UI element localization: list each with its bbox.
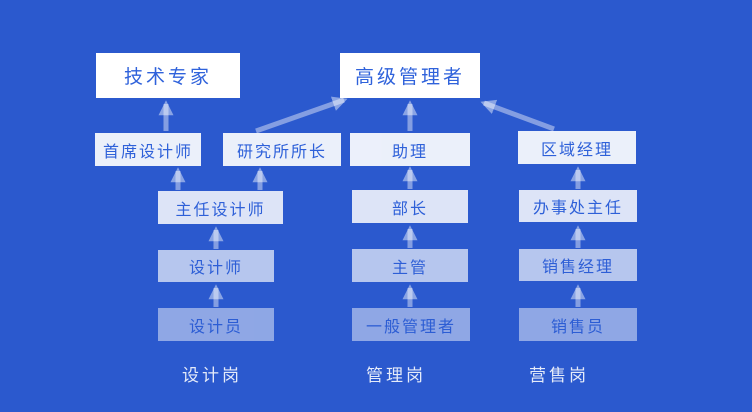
node-office-director: 办事处主任	[519, 190, 637, 222]
node-institute-director: 研究所所长	[223, 133, 341, 166]
node-senior-manager: 高级管理者	[340, 53, 480, 98]
footer-management-track: 管理岗	[366, 366, 426, 386]
node-chief-designer: 首席设计师	[95, 133, 201, 166]
node-salesperson: 销售员	[519, 308, 637, 341]
node-designer: 设计师	[158, 250, 274, 282]
node-assistant: 助理	[350, 133, 470, 166]
arrow-regional-manager-to-senior-manager-icon	[480, 99, 555, 132]
node-junior-designer: 设计员	[158, 308, 274, 341]
footer-sales-track: 营售岗	[529, 366, 589, 386]
node-department-head: 部长	[352, 190, 468, 223]
footer-design-track: 设计岗	[182, 366, 242, 386]
node-sales-manager: 销售经理	[519, 249, 637, 281]
node-supervisor: 主管	[352, 249, 468, 282]
node-general-manager: 一般管理者	[352, 308, 470, 341]
node-director-designer: 主任设计师	[158, 191, 283, 224]
node-regional-manager: 区域经理	[518, 131, 636, 164]
arrow-institute-director-to-senior-manager-icon	[255, 96, 348, 134]
node-technical-expert: 技术专家	[96, 53, 240, 98]
